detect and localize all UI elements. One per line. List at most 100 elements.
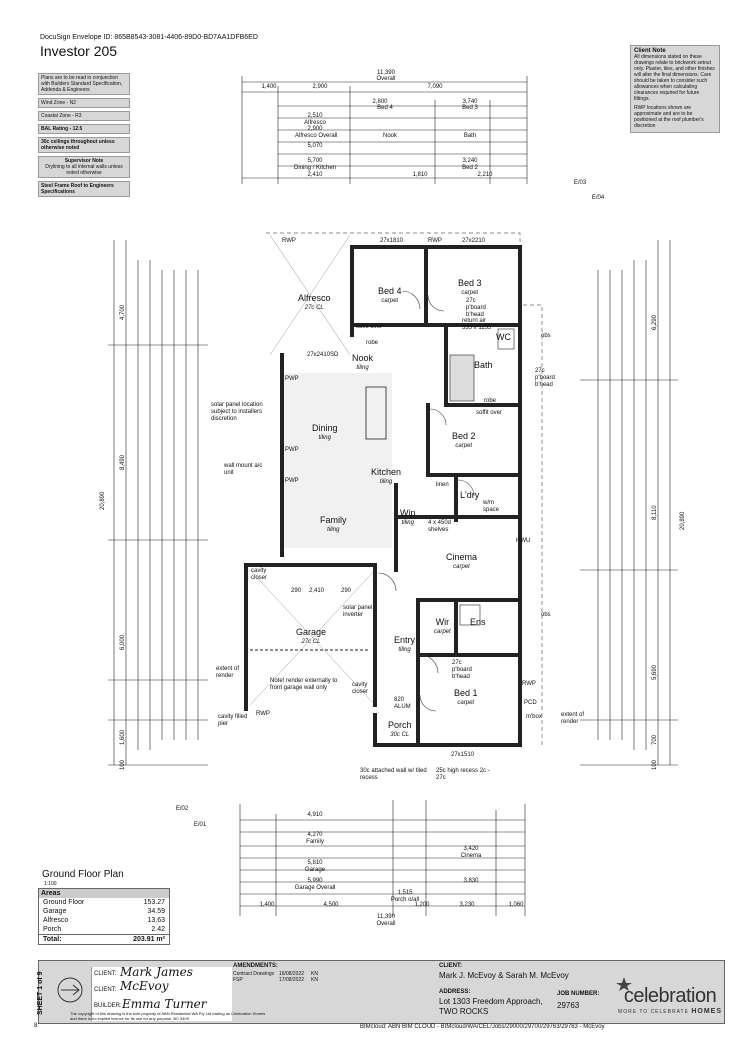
room-entry-name: Entry bbox=[394, 635, 416, 645]
right-dim-700: 700 bbox=[652, 734, 658, 745]
note-alum: 820 ALUM bbox=[394, 697, 411, 710]
address-line-2: TWO ROCKS bbox=[439, 1007, 489, 1016]
left-dim-100: 100 bbox=[120, 759, 126, 770]
note-wind-zone: Wind Zone - N2 bbox=[38, 98, 130, 108]
pwp-3: PWP bbox=[285, 478, 299, 484]
area-label: Ground Floor bbox=[43, 899, 85, 906]
celebration-homes-logo: celebration MORE TO CELEBRATE HOMES bbox=[616, 977, 722, 1015]
top-dim-5070: 5,070 bbox=[307, 143, 323, 149]
note-shelves: 4 x 450d shelves bbox=[428, 520, 452, 533]
floor-plan-walls bbox=[244, 232, 543, 747]
area-total-label: Total: bbox=[43, 936, 62, 943]
room-bed2-name: Bed 2 bbox=[452, 431, 476, 441]
left-dim-8490: 8,490 bbox=[120, 454, 126, 470]
note-pboard-bed3: 27c p'board b'head bbox=[466, 298, 486, 318]
bottom-dim-3830: 3,830 bbox=[463, 878, 479, 884]
bottom-dim-4500: 4,500 bbox=[323, 902, 339, 908]
note-extent-render-left: extent of render bbox=[216, 666, 240, 679]
right-dim-5690: 5,690 bbox=[652, 664, 658, 680]
area-label: Garage bbox=[43, 908, 67, 915]
areas-title: Areas bbox=[39, 889, 169, 898]
top-dim-2800: 2,800 bbox=[372, 99, 388, 105]
bottom-dim-3420: 3,420 bbox=[463, 846, 479, 852]
left-dim-4700: 4,700 bbox=[120, 304, 126, 320]
opening-bed4: 27x1810 bbox=[380, 238, 404, 244]
job-number: 29763 bbox=[557, 1001, 580, 1010]
note-high-recess: 25c high recess 2c - 27c bbox=[436, 768, 490, 781]
job-number-label: JOB NUMBER: bbox=[557, 991, 600, 997]
note-supervisor-title: Supervisor Note bbox=[64, 158, 104, 164]
client1-label: CLIENT: bbox=[94, 971, 117, 977]
room-bed1-fin: carpet bbox=[457, 700, 475, 706]
bottom-label-family: Family bbox=[306, 839, 324, 845]
top-dim-3740: 3,740 bbox=[462, 99, 478, 105]
logo-tagline: MORE TO CELEBRATE HOMES bbox=[618, 1008, 722, 1015]
copyright-note: The copyright of this drawing is the sol… bbox=[70, 1011, 266, 1021]
section-marker-e04: E/04 bbox=[591, 195, 605, 201]
pwp-1: PWP bbox=[285, 376, 299, 382]
room-wir-fin: carpet bbox=[434, 629, 451, 635]
logo-tagline-text: MORE TO CELEBRATE bbox=[618, 1009, 689, 1015]
room-bed3-name: Bed 3 bbox=[458, 278, 482, 288]
room-dining-name: Dining bbox=[312, 423, 338, 433]
note-wall-mount: wall mount a/c unit bbox=[224, 463, 263, 476]
note-extent-render-right: extent of render bbox=[561, 712, 585, 725]
room-bath: Bath bbox=[474, 360, 493, 370]
room-wip-name: Wip bbox=[400, 508, 416, 518]
top-label-bed4: Bed 4 bbox=[377, 105, 393, 111]
title-block: SHEET 1 of 9 CLIENT: Mark James McEvoy C… bbox=[37, 960, 725, 1024]
note-robe-bed4: robe bbox=[366, 340, 379, 346]
area-total-value: 203.91 m² bbox=[133, 936, 165, 943]
note-obs-ens: obs bbox=[541, 612, 551, 618]
note-ceilings: 30c ceilings throughout unless otherwise… bbox=[38, 137, 130, 153]
area-label: Porch bbox=[43, 926, 62, 933]
client-name: Mark J. McEvoy & Sarah M. McEvoy bbox=[439, 971, 569, 980]
top-overall-label: Overall bbox=[376, 76, 396, 82]
room-nook-fin: tiling bbox=[356, 365, 369, 371]
areas-total: Total: 203.91 m² bbox=[39, 934, 169, 944]
note-solar-location: solar panel location subject to installe… bbox=[211, 402, 263, 422]
top-label-bed3: Bed 3 bbox=[462, 105, 478, 111]
note-coastal-zone: Coastal Zone - R3 bbox=[38, 111, 130, 121]
client2-label: CLIENT: bbox=[94, 987, 117, 993]
left-dim-1600: 1,600 bbox=[120, 729, 126, 745]
client-note-p2: RWP locations shown are approximate and … bbox=[634, 105, 704, 129]
builder-label: BUILDER: bbox=[94, 1003, 122, 1009]
client-note-title: Client Note bbox=[634, 48, 666, 54]
right-dim-8110: 8,110 bbox=[652, 505, 658, 520]
note-bal-rating: BAL Rating - 12.5 bbox=[38, 124, 130, 134]
address-label: ADDRESS: bbox=[439, 989, 471, 995]
room-bed3-fin: carpet bbox=[461, 290, 479, 296]
room-alfresco-name: Alfresco bbox=[298, 293, 331, 303]
garage-dim-2410: 2,410 bbox=[309, 588, 325, 594]
bottom-dim-4270: 4,270 bbox=[307, 832, 323, 838]
pwp-2: PWP bbox=[285, 447, 299, 453]
note-soffit-over-bed2: soffit over bbox=[476, 410, 502, 416]
top-dim-2900b: 2,900 bbox=[307, 126, 323, 132]
page-mark: 8 bbox=[34, 1023, 38, 1029]
amendment-1: Contract Drawings bbox=[233, 971, 275, 977]
top-dim-1810: 1,810 bbox=[412, 172, 428, 178]
amendment-1-by: KN bbox=[311, 971, 318, 977]
top-dim-2410: 2,410 bbox=[307, 172, 323, 178]
bottom-overall-label: Overall bbox=[376, 921, 396, 927]
bottom-label-porch-overall: Porch o/all bbox=[390, 897, 420, 903]
note-mbox: m'box bbox=[526, 714, 542, 720]
room-bed4-name: Bed 4 bbox=[378, 286, 402, 296]
note-supervisor-body: Drylining to all internal walls unless n… bbox=[45, 164, 123, 176]
room-family-fin: tiling bbox=[327, 527, 340, 533]
rwp-top-mid: RWP bbox=[428, 238, 442, 244]
logo-wordmark: celebration bbox=[623, 985, 717, 1007]
room-bath-name: Bath bbox=[474, 360, 493, 370]
client-label: CLIENT: bbox=[439, 963, 462, 969]
right-dim-6290: 6,290 bbox=[652, 314, 658, 330]
top-dim-7090: 7,090 bbox=[427, 84, 443, 90]
